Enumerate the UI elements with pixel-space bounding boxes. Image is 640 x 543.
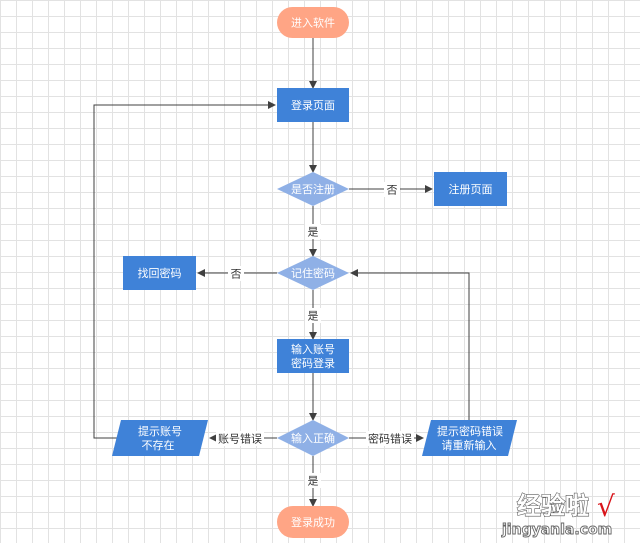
svg-text:输入正确: 输入正确 [291,431,335,445]
watermark-check-icon: √ [597,490,615,523]
svg-text:找回密码: 找回密码 [138,266,182,280]
node-start: 进入软件 [277,7,349,38]
svg-text:密码登录: 密码登录 [291,356,335,370]
svg-text:提示账号: 提示账号 [138,425,182,438]
watermark-text: 经验啦 [517,492,589,520]
svg-text:否: 否 [231,268,242,281]
edge-label-password-error: 密码错误 [366,431,414,446]
edge-label-remembered: 是 [305,308,321,323]
watermark-url: jingyanla.com [501,522,612,538]
edge-label-registered: 是 [305,224,321,239]
node-is-registered: 是否注册 [277,172,349,206]
svg-text:是否注册: 是否注册 [291,182,335,196]
edge-label-account-error: 账号错误 [216,431,264,446]
node-login-success: 登录成功 [277,506,349,538]
svg-text:登录成功: 登录成功 [291,515,335,529]
svg-text:登录页面: 登录页面 [291,98,335,112]
svg-text:请重新输入: 请重新输入 [442,438,497,452]
svg-text:注册页面: 注册页面 [449,182,493,196]
svg-text:是: 是 [308,310,319,323]
node-login-page: 登录页面 [277,88,349,122]
svg-text:否: 否 [387,184,398,197]
svg-text:密码错误: 密码错误 [368,432,412,446]
node-password-error: 提示密码错误 请重新输入 [422,420,517,456]
svg-text:账号错误: 账号错误 [218,432,262,446]
node-account-missing: 提示账号 不存在 [112,420,208,456]
svg-text:进入软件: 进入软件 [291,16,335,30]
svg-text:是: 是 [308,226,319,239]
svg-text:记住密码: 记住密码 [291,266,335,280]
watermark: 经验啦 √ jingyanla.com [501,490,615,538]
edge-password-error-back-to-remember [350,269,470,420]
edge-label-not-registered: 否 [384,182,400,197]
node-find-password: 找回密码 [123,256,196,290]
node-enter-account-password: 输入账号 密码登录 [277,339,349,373]
edge-label-correct: 是 [305,473,321,488]
svg-text:提示密码错误: 提示密码错误 [437,424,503,438]
svg-text:输入账号: 输入账号 [291,342,335,356]
node-remember-password: 记住密码 [277,256,349,290]
svg-text:不存在: 不存在 [142,438,175,452]
node-input-correct: 输入正确 [277,420,349,456]
node-register-page: 注册页面 [434,172,507,206]
svg-text:是: 是 [308,475,319,488]
edge-label-not-remembered: 否 [228,266,244,281]
edge-account-missing-back-to-login [93,101,276,439]
